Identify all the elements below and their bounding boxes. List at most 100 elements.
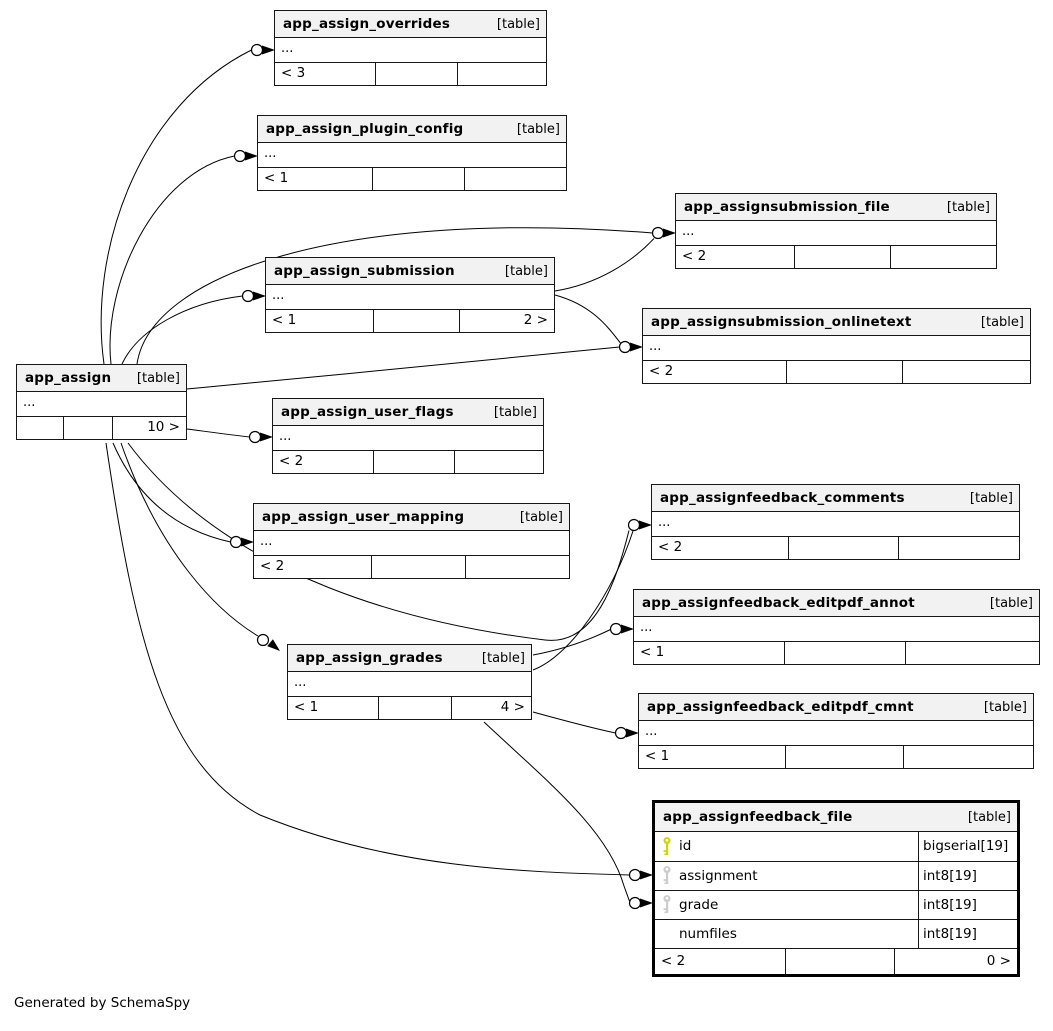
table-title[interactable]: app_assign_overrides (283, 15, 451, 32)
columns-ellipsis[interactable]: ... (652, 512, 1019, 537)
footer-mid-cell (375, 63, 456, 85)
columns-ellipsis[interactable]: ... (266, 285, 554, 310)
endpoint-submission-file (651, 226, 676, 240)
table-footer: < 2 (273, 451, 543, 473)
endpoint-overrides (250, 43, 275, 57)
table-app_assign_overrides[interactable]: app_assign_overrides [table] ... < 3 (274, 10, 547, 86)
table-app_assignfeedback_comments[interactable]: app_assignfeedback_comments [table] ... … (651, 484, 1020, 560)
endpoint-comments (627, 518, 652, 532)
table-title[interactable]: app_assignfeedback_editpdf_cmnt (647, 698, 914, 715)
table-header: app_assign_user_mapping [table] (254, 504, 569, 531)
columns-ellipsis[interactable]: ... (258, 143, 566, 168)
relationship-line-assign-feedback-file (105, 442, 630, 876)
footer-children-count (464, 168, 566, 190)
table-title[interactable]: app_assign_grades (296, 649, 443, 666)
table-app_assignfeedback_editpdf_annot[interactable]: app_assignfeedback_editpdf_annot [table]… (633, 589, 1040, 665)
endpoint-user-flags (248, 430, 273, 444)
connector-circle (233, 149, 247, 163)
foreign-key-icon (655, 894, 679, 916)
foreign-key-icon (655, 865, 679, 887)
table-title[interactable]: app_assignfeedback_comments (660, 489, 905, 506)
columns-ellipsis[interactable]: ... (288, 672, 531, 697)
table-app_assign_user_flags[interactable]: app_assign_user_flags [table] ... < 2 (272, 398, 544, 474)
table-footer: < 2 0 > (655, 948, 1017, 974)
column-row-assignment[interactable]: assignment int8[19] (655, 861, 1017, 891)
columns-ellipsis[interactable]: ... (254, 531, 569, 556)
connector-arrow-icon (630, 342, 643, 352)
table-app_assign_plugin_config[interactable]: app_assign_plugin_config [table] ... < 1 (257, 115, 567, 191)
columns-ellipsis[interactable]: ... (17, 392, 186, 417)
table-tag: [table] (969, 490, 1013, 506)
generated-by-note: Generated by SchemaSpy (14, 995, 191, 1011)
table-title[interactable]: app_assignfeedback_file (663, 808, 853, 825)
table-title[interactable]: app_assign_user_flags (281, 403, 454, 420)
relationship-line-submission-onlinetext (554, 294, 622, 344)
columns-ellipsis[interactable]: ... (273, 426, 543, 451)
table-footer: < 1 (639, 746, 1033, 768)
footer-parents-count: < 3 (281, 65, 306, 81)
table-header: app_assign_user_flags [table] (273, 399, 543, 426)
column-name: grade (679, 896, 719, 913)
table-title[interactable]: app_assignsubmission_onlinetext (651, 313, 912, 330)
connector-circle (628, 896, 642, 910)
columns-ellipsis[interactable]: ... (676, 221, 996, 246)
table-title[interactable]: app_assign_submission (274, 262, 455, 279)
table-header: app_assign_plugin_config [table] (258, 116, 566, 143)
table-app_assign_grades[interactable]: app_assign_grades [table] ... < 1 4 > (287, 644, 532, 720)
table-header: app_assignsubmission_onlinetext [table] (643, 309, 1030, 336)
connector-circle (248, 430, 262, 444)
table-app_assign_user_mapping[interactable]: app_assign_user_mapping [table] ... < 2 (253, 503, 570, 579)
connector-arrow-icon (639, 520, 652, 530)
table-app_assign[interactable]: app_assign [table] ... 10 > (16, 364, 187, 440)
footer-children-count (897, 537, 1019, 559)
table-title[interactable]: app_assignsubmission_file (684, 198, 890, 215)
connector-arrow-icon (640, 870, 653, 880)
table-header: app_assignsubmission_file [table] (676, 194, 996, 221)
table-title[interactable]: app_assignfeedback_editpdf_annot (642, 594, 915, 611)
columns-ellipsis[interactable]: ... (643, 336, 1030, 361)
columns-ellipsis[interactable]: ... (639, 721, 1033, 746)
table-footer: < 2 (676, 246, 996, 268)
footer-children-count: 0 > (893, 949, 1017, 974)
footer-children-count (890, 246, 996, 268)
relationship-line-grades-feedback-file (483, 721, 630, 902)
table-app_assignfeedback_file[interactable]: app_assignfeedback_file [table] id bigse… (652, 800, 1020, 977)
table-app_assignsubmission_file[interactable]: app_assignsubmission_file [table] ... < … (675, 193, 997, 269)
endpoint-user-mapping (229, 535, 254, 549)
column-type: int8[19] (918, 890, 1017, 920)
table-footer: < 2 (643, 361, 1030, 383)
table-header: app_assign_overrides [table] (275, 11, 546, 38)
footer-mid-cell (372, 310, 459, 332)
footer-parents-count: < 2 (649, 363, 674, 379)
table-title[interactable]: app_assign (25, 369, 112, 386)
relationship-line-grades-editpdf-annot (532, 629, 611, 656)
connector-circle (628, 868, 642, 882)
endpoint-feedback-file-grade (628, 896, 653, 910)
column-row-grade[interactable]: grade int8[19] (655, 890, 1017, 920)
footer-parents-count: < 2 (658, 539, 683, 555)
table-app_assignsubmission_onlinetext[interactable]: app_assignsubmission_onlinetext [table] … (642, 308, 1031, 384)
footer-children-count (905, 642, 1039, 664)
table-footer: < 2 (254, 556, 569, 578)
table-title[interactable]: app_assign_plugin_config (266, 120, 464, 137)
footer-children-count (902, 361, 1030, 383)
column-row-id[interactable]: id bigserial[19] (655, 832, 1017, 861)
table-app_assign_submission[interactable]: app_assign_submission [table] ... < 1 2 … (265, 257, 555, 333)
table-app_assignfeedback_editpdf_cmnt[interactable]: app_assignfeedback_editpdf_cmnt [table] … (638, 693, 1034, 769)
footer-parents-count: < 2 (279, 453, 304, 469)
table-title[interactable]: app_assign_user_mapping (262, 508, 465, 525)
table-footer: 10 > (17, 417, 186, 439)
column-row-numfiles[interactable]: numfiles int8[19] (655, 919, 1017, 949)
relationship-line-assign-user-mapping (112, 442, 231, 543)
connector-arrow-icon (241, 537, 254, 547)
endpoint-plugin-config (233, 149, 258, 163)
footer-children-count (902, 746, 1033, 768)
relationship-line-assign-grades (120, 442, 259, 637)
table-tag: [table] (980, 314, 1024, 330)
connector-circle (609, 622, 623, 636)
table-tag: [table] (481, 650, 525, 666)
columns-ellipsis[interactable]: ... (634, 617, 1039, 642)
connector-arrow-icon (621, 624, 634, 634)
columns-ellipsis[interactable]: ... (275, 38, 546, 63)
